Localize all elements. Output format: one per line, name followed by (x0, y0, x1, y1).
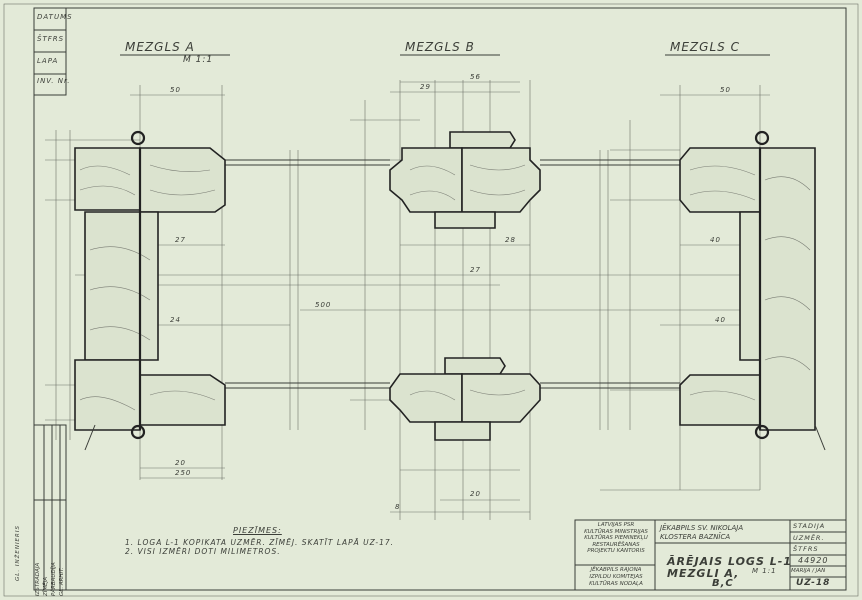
signature-role: PĀRBAUDĪJA (51, 562, 57, 596)
section-b-title: MEZGLS B (405, 40, 475, 54)
signature-role: GL. INŽENIERIS (14, 525, 21, 581)
note-item: 2. VISI IZMĒRI DOTI MILIMETROS. (125, 547, 281, 556)
note-item: 1. LOGA L-1 KOPIKATA UZMĒR. ZĪMĒJ. SKATĪ… (125, 538, 395, 547)
dim-label: 27 (470, 266, 481, 274)
dim-label: 20 (470, 490, 481, 498)
org-line: JĒKABPILS RAJONA (590, 567, 642, 573)
section-a-scale: M 1:1 (183, 55, 214, 65)
stamp-column (33, 7, 67, 96)
glass-lines (225, 159, 680, 389)
org-line: KULTŪRAS MINISTRIJAS (584, 528, 648, 535)
notes-heading: PIEZĪMES: (233, 526, 282, 535)
stamp-label-sheet: LAPA (37, 57, 59, 65)
signature-role: ZĪMĒJA (43, 577, 49, 596)
dim-label: 28 (505, 236, 516, 244)
signature-role: IZSTRĀDĀJA (35, 562, 41, 596)
dim-label: 500 (315, 301, 332, 309)
section-c-profile (679, 130, 816, 440)
sheet-number: UZ-18 (796, 578, 831, 588)
dim-label: 250 (175, 469, 192, 477)
title-scale: M 1:1 (752, 567, 777, 575)
object-line: JĒKABPILS SV. NIKOLAJA (660, 524, 744, 532)
section-c-title: MEZGLS C (670, 40, 740, 54)
org-line: KULTŪRAS PIEMINEKĻU (584, 535, 648, 541)
dimension-lines (45, 81, 770, 513)
dim-label: 8 (395, 503, 401, 511)
dim-label: 56 (470, 73, 481, 81)
drawing-title-nodes: MEZGLI A, (667, 567, 740, 580)
signature-role: GL. ARHIT. (59, 567, 65, 596)
drawing-border (33, 7, 847, 591)
stamp-label-sheets: ŠTFRS (37, 35, 65, 43)
signature-block: IZSTRĀDĀJA ZĪMĒJA PĀRBAUDĪJA GL. ARHIT. (34, 436, 66, 596)
inventory-number: 44920 (798, 556, 829, 565)
dim-label: 40 (710, 236, 721, 244)
object-name: JĒKABPILS SV. NIKOLAJA KLOSTERA BAZNĪCA (660, 524, 743, 542)
organization-2: JĒKABPILS RAJONA IZPILDU KOMITEJAS KULTŪ… (578, 567, 654, 588)
stamp-label-date: DATUMS (37, 13, 73, 21)
section-b-profile (389, 131, 541, 441)
stage-value: UZMĒR. (793, 534, 825, 542)
sheets-label: ŠTFRS (793, 545, 819, 553)
stamp-label-inv: INV. Nr. (37, 77, 71, 85)
dim-label: 27 (175, 236, 186, 244)
org-line: KULTŪRAS NODAĻA (589, 581, 643, 587)
org-line: IZPILDU KOMITEJAS (589, 574, 643, 580)
organization-1: LATVIJAS PSR KULTŪRAS MINISTRIJAS KULTŪR… (578, 522, 654, 555)
outer-frame (3, 3, 859, 597)
section-a-profile (74, 130, 226, 440)
title-block-grid (574, 519, 847, 591)
dim-label: 24 (170, 316, 181, 324)
drawing-title: ĀRĒJAIS LOGS L-1 (667, 555, 792, 568)
dim-label: 20 (175, 459, 186, 467)
dim-label: 50 (720, 86, 731, 94)
drawing-title-nodes-2: B,C (712, 578, 734, 589)
wall-line-right (814, 424, 826, 451)
org-line: LATVIJAS PSR (597, 522, 635, 528)
object-line: KLOSTERA BAZNĪCA (660, 533, 731, 541)
author: MARIJA / JAN (791, 568, 826, 574)
extension-lines (55, 80, 761, 520)
signature-block-grid (33, 424, 67, 591)
dim-label: 40 (715, 316, 726, 324)
dim-label: 50 (170, 86, 181, 94)
org-line: PROJEKTU KANTORIS (587, 548, 645, 554)
stage-label: STADIJA (793, 522, 826, 530)
section-a-title: MEZGLS A (125, 40, 195, 54)
dim-label: 29 (420, 83, 431, 91)
org-line: RESTAURĒŠANAS (592, 541, 640, 548)
wall-line-left (84, 424, 96, 451)
